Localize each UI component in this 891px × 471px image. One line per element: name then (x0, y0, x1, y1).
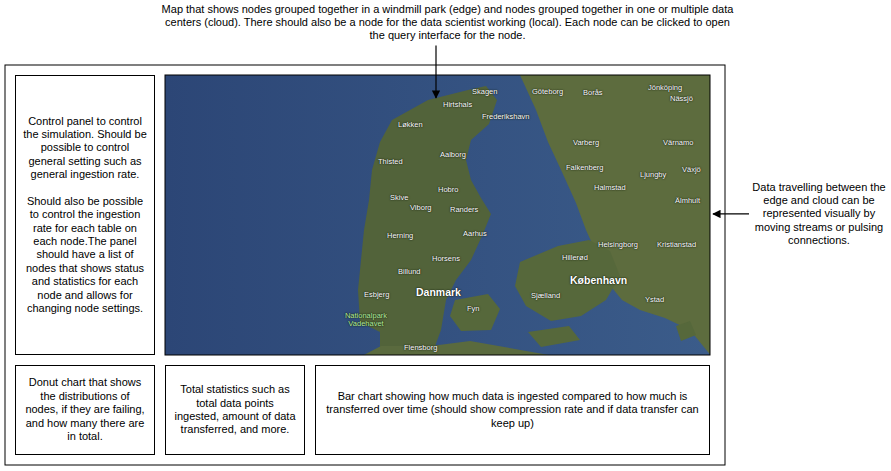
place-name: Viborg (410, 204, 432, 212)
place-name: Ljungby (640, 171, 666, 179)
lolland-land (528, 326, 580, 347)
place-name: Billund (398, 268, 421, 276)
map-frame (165, 75, 710, 355)
place-name: Borås (583, 89, 603, 97)
callout-arrow (435, 46, 436, 98)
donut-chart-box: Donut chart that shows the distributions… (15, 365, 155, 455)
place-name: Løkken (398, 121, 423, 129)
place-name: Thisted (378, 158, 403, 166)
place-name: Ystad (645, 296, 664, 304)
place-name: Esbjerg (364, 291, 389, 299)
place-name: Sjælland (531, 292, 560, 300)
box-text: Bar chart showing how much data is inges… (323, 390, 702, 430)
place-name: Nässjö (670, 95, 693, 103)
statistics-box: Total statistics such as total data poin… (165, 365, 305, 455)
place-name: Fyn (467, 305, 480, 313)
map-illustration (165, 75, 710, 355)
place-name: Flensborg (404, 344, 437, 352)
place-name: Göteborg (532, 88, 563, 96)
place-name: Växjö (682, 166, 701, 174)
box-text: Should also be possible to control the i… (23, 195, 147, 316)
funen-land (450, 294, 500, 331)
bar-chart-box: Bar chart showing how much data is inges… (315, 365, 710, 455)
place-name: Hobro (438, 186, 458, 194)
place-name: København (570, 275, 627, 287)
control-panel-box: Control panel to control the simulation.… (15, 75, 155, 355)
place-name: Jönköping (648, 84, 682, 92)
map-callout: Map that shows nodes grouped together in… (160, 3, 735, 43)
place-name: Kristianstad (657, 241, 696, 249)
germany-land (360, 341, 560, 355)
place-name: Skagen (472, 88, 497, 96)
callout-arrow (713, 213, 749, 214)
place-name: Värnamo (663, 139, 693, 147)
place-name: Herning (387, 232, 413, 240)
place-name: Aalborg (440, 151, 466, 159)
box-text: Donut chart that shows the distributions… (23, 376, 147, 443)
place-name: Frederikshavn (482, 113, 530, 121)
flow-callout: Data travelling between the edge and clo… (752, 181, 886, 247)
country-name: Danmark (416, 287, 461, 299)
place-name: Varberg (573, 139, 599, 147)
place-name: Halmstad (594, 184, 626, 192)
bornholm-land (676, 321, 696, 341)
place-name: Randers (450, 206, 478, 214)
park-name: Nationalpark Vadehavet (335, 312, 397, 329)
place-name: Helsingborg (598, 241, 638, 249)
place-name: Hirtshals (443, 101, 472, 109)
box-text: Control panel to control the simulation.… (23, 115, 147, 182)
place-name: Falkenberg (566, 164, 604, 172)
place-name: Hillerød (562, 254, 588, 262)
box-text: Total statistics such as total data poin… (173, 383, 297, 437)
outer-frame (5, 65, 725, 465)
place-name: Aarhus (463, 230, 487, 238)
place-name: Älmhult (675, 197, 700, 205)
place-name: Horsens (432, 255, 460, 263)
place-name: Skive (390, 194, 408, 202)
